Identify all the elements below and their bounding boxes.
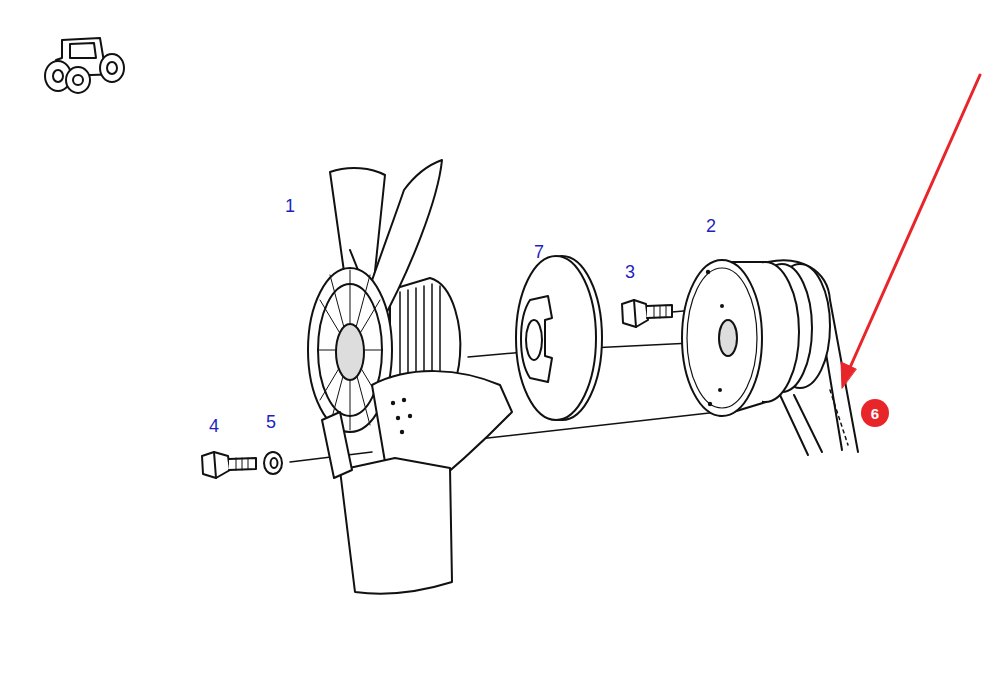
bolt xyxy=(622,300,672,327)
callout-number: 7 xyxy=(534,243,544,261)
tractor-icon xyxy=(45,38,124,93)
callout-number: 3 xyxy=(625,263,635,281)
spacer-plate xyxy=(516,256,602,420)
callout-circle: 6 xyxy=(861,399,889,427)
bolt-and-washer xyxy=(202,452,282,478)
callout-number: 1 xyxy=(285,197,295,215)
pulley xyxy=(682,260,830,416)
callout-number: 6 xyxy=(871,406,879,421)
callout-number: 5 xyxy=(266,413,276,431)
fan xyxy=(308,160,512,594)
pointer-arrow xyxy=(841,75,980,388)
callout-number: 4 xyxy=(209,417,219,435)
callout-number: 2 xyxy=(706,217,716,235)
